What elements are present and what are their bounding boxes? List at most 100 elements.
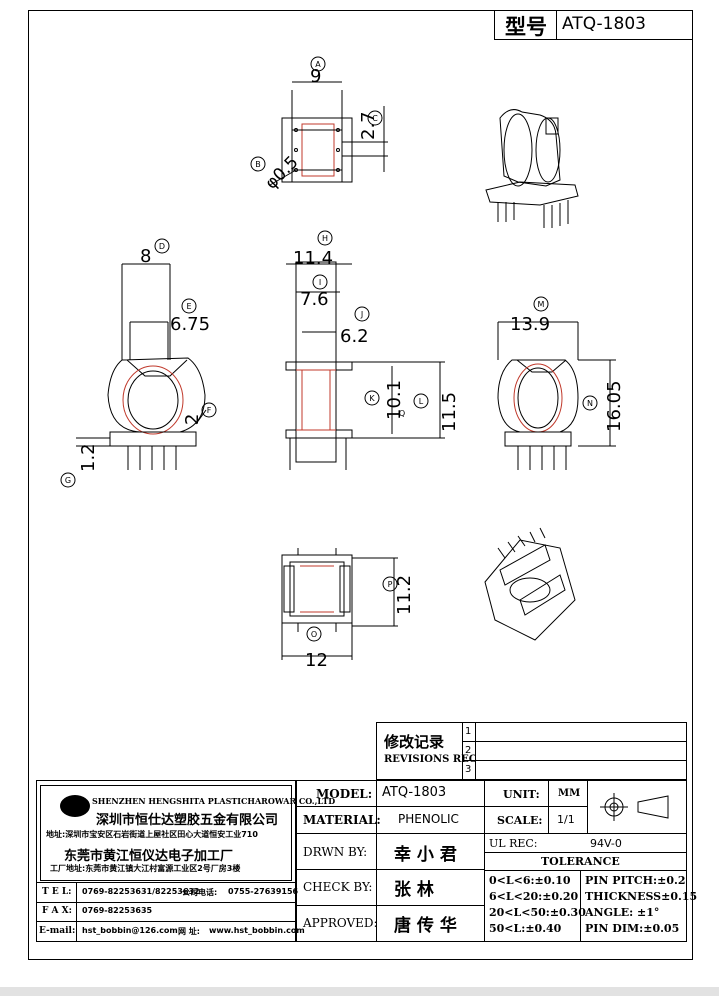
drawing-border [28,10,693,960]
pin-dim: PIN DIM:±0.05 [585,922,680,935]
tolerance-1: 0<L<6:±0.10 [489,874,571,887]
dim-p: 11.2 [394,575,415,615]
dim-b: φ0.5 [261,152,302,193]
revision-mark-2: 2 [465,745,472,756]
dim-k: 10.1 [384,380,405,420]
dim-i: 7.6 [300,289,329,310]
check-value: 张 林 [394,880,434,900]
contact-line [36,882,296,883]
bottom-strip [0,987,719,996]
front-view [76,263,207,470]
scale-label: SCALE: [497,814,543,827]
marker-letter: A [315,60,321,69]
company-logo [60,795,90,817]
grid-line [484,852,687,853]
dimension-markers [60,56,598,642]
contact-line [36,902,296,903]
revision-mark-3: 3 [465,764,472,775]
header-model-box [494,10,693,40]
technical-drawing: A B C D E F G H I J K L M N O P Q 9 φ0.5… [60,56,625,671]
dim-a: 9 [310,66,321,87]
marker-letter: K [369,394,375,403]
col-divider [376,780,377,942]
revision-mark-1: 1 [465,726,472,737]
unit-label: UNIT: [503,788,540,801]
grid-divider [580,870,581,942]
rev-divider [462,722,463,780]
tolerance-2: 6<L<20:±0.20 [489,890,579,903]
material-value: PHENOLIC [398,812,459,826]
dim-d: 8 [140,246,151,267]
tolerance-4: 50<L:±0.40 [489,922,562,935]
contact-line [36,921,296,922]
company-phone-label: 公司电话: [182,888,218,897]
web-value: www.hst_bobbin.com [209,926,305,935]
marker-letter: G [65,476,71,485]
tel-value: 0769-82253631/82253632 [82,887,200,896]
company-address: 地址:深圳市宝安区石岩街道上屋社区田心大道恒安工业710 [46,830,258,839]
dim-g: 1.2 [78,443,99,472]
tel-label: T E L: [42,887,72,897]
grid-divider [587,780,588,834]
company-name-en: SHENZHEN HENGSHITA PLASTICHAROWAR CO.,LT… [92,796,336,806]
company-phone-value: 0755-27639156 [228,887,299,896]
ul-value: 94V-0 [590,837,622,850]
marker-letter: P [388,580,393,589]
model-label: MODEL: [316,787,373,801]
marker-letter: N [587,399,593,408]
grid-line [484,870,687,871]
row-line [296,833,484,834]
approved-value: 唐 传 华 [394,916,457,936]
marker-letters: A B C D E F G H I J K L M N O P Q [65,60,593,639]
drawn-value: 幸 小 君 [394,845,457,865]
tolerance-3: 20<L<50:±0.30 [489,906,586,919]
row-line [296,806,484,807]
approved-label: APPROVED: [303,916,378,930]
marker-letter: H [322,234,328,243]
dim-h: 11.4 [293,248,333,269]
dimension-values: 9 φ0.5 2.7 8 6.75 2 1.2 11.4 7.6 6.2 10.… [78,66,625,671]
company-block [36,780,296,942]
col-divider [296,780,297,942]
top-view [269,81,388,186]
projection-symbol [600,793,669,821]
row-line [296,905,484,906]
row-line [296,869,484,870]
dim-m: 13.9 [510,314,550,335]
rev-row-line [462,741,687,742]
marker-letter: L [419,397,424,406]
marker-letter: M [538,300,545,309]
web-label: 网 址: [178,927,200,936]
marker-letter: O [311,630,317,639]
model-value: ATQ-1803 [382,785,447,800]
email-value: hst_bobbin@126.com [82,926,178,935]
pin-pitch: PIN PITCH:±0.2 [585,874,686,887]
marker-letter: B [255,160,261,169]
header-model-value: ATQ-1803 [562,14,646,34]
dim-f: 2 [182,414,203,425]
check-label: CHECK BY: [303,880,373,894]
header-divider [556,10,557,40]
grid-divider [548,780,549,834]
factory-name: 东莞市黄江恒仪达电子加工厂 [64,849,234,864]
company-name-cn: 深圳市恒仕达塑胶五金有限公司 [96,813,279,828]
marker-letter: D [159,242,165,251]
dim-q: 12 [305,650,328,671]
dim-e: 6.75 [170,314,210,335]
contact-divider [76,882,77,942]
marker-letter: Q [399,409,405,418]
marker-letter: C [372,114,378,123]
ul-label: UL REC: [489,837,538,850]
revisions-box [376,722,687,780]
thickness: THICKNESS±0.15 [585,890,698,903]
tolerance-title: TOLERANCE [541,855,620,868]
dim-l: 11.5 [439,392,460,432]
header-model-label: 型号 [505,15,547,39]
side-view [285,261,445,470]
dim-c: 2.7 [358,111,379,140]
unit-value: MM [558,788,581,799]
marker-letter: F [207,406,212,415]
email-label: E-mail: [39,926,76,936]
fax-value: 0769-82253635 [82,906,153,915]
